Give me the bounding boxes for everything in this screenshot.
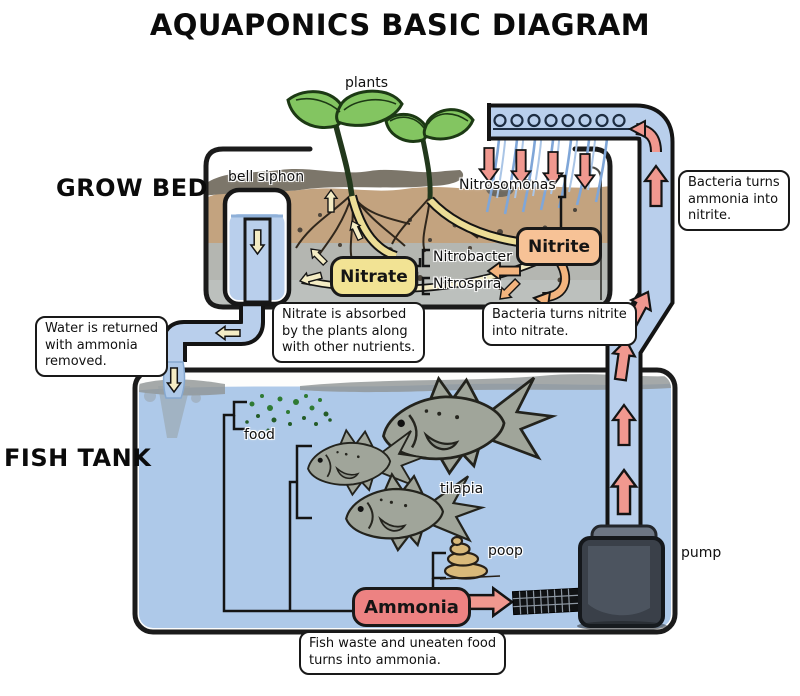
- callout-fish-waste: Fish waste and uneaten food turns into a…: [299, 631, 507, 676]
- drain-pipe: [161, 298, 265, 399]
- fish-tank-label: FISH TANK: [4, 444, 152, 472]
- callout-ammonia-to-nitrite: Bacteria turns ammonia into nitrite.: [678, 170, 790, 231]
- page-title: AQUAPONICS BASIC DIAGRAM: [149, 8, 651, 42]
- ammonia-node: Ammonia: [352, 587, 471, 627]
- pump-label: pump: [681, 545, 722, 561]
- bell-siphon-illustration: [222, 187, 292, 307]
- pump-strainer: [511, 587, 581, 616]
- nitrosomonas-label: Nitrosomonas: [459, 177, 556, 193]
- water-flow-arrows: [478, 120, 669, 516]
- tilapia-label: tilapia: [440, 481, 484, 497]
- callout-water-returned: Water is returned with ammonia removed.: [35, 316, 169, 377]
- callout-nitrite-to-nitrate: Bacteria turns nitrite into nitrate.: [482, 302, 637, 347]
- bell-siphon-label: bell siphon: [228, 169, 305, 185]
- pump-illustration: [577, 524, 667, 631]
- food-label: food: [244, 427, 275, 443]
- nitrospira-label: Nitrospira: [433, 276, 502, 292]
- poop-illustration: [439, 535, 501, 580]
- nitrate-node: Nitrate: [330, 256, 418, 297]
- nitrite-node: Nitrite: [516, 227, 602, 266]
- connector-brackets: [222, 174, 567, 613]
- poop-label: poop: [488, 543, 523, 559]
- grow-bed-label: GROW BED: [56, 174, 209, 202]
- callout-nitrate-absorbed: Nitrate is absorbed by the plants along …: [272, 302, 426, 363]
- plants-label: plants: [345, 75, 389, 91]
- sprinkler-pipe-curls: [493, 113, 630, 130]
- fish-food-particles: [245, 394, 332, 432]
- nitrobacter-label: Nitrobacter: [433, 249, 512, 265]
